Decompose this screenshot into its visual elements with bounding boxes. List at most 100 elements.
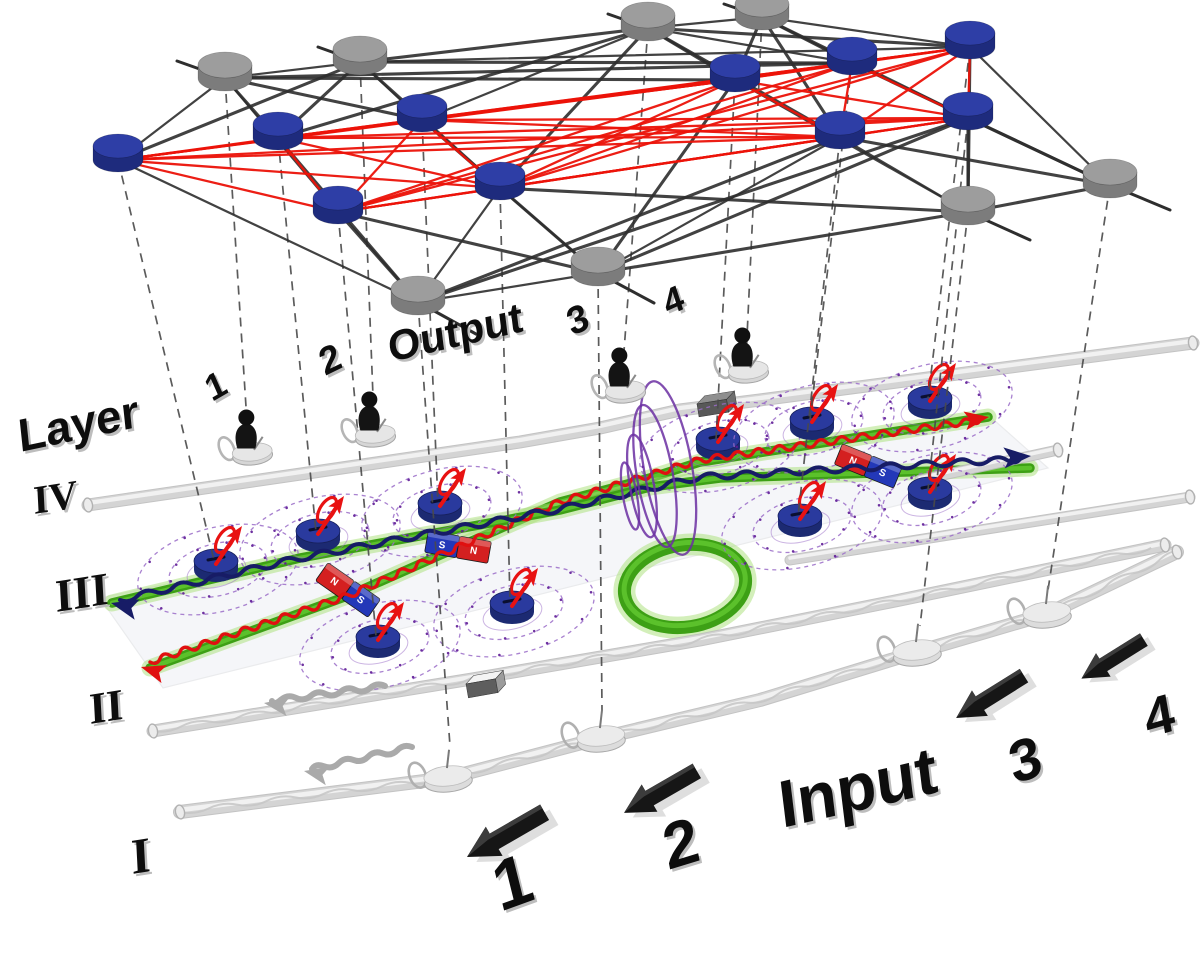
network-node-blue-3: [396, 93, 448, 133]
spin-arrow-head: [728, 404, 744, 423]
field-dot: [372, 502, 375, 506]
field-dot: [285, 506, 288, 510]
pawn-body: [731, 341, 753, 367]
synapse-edge-black: [420, 26, 650, 122]
network-node-blue-9-top: [942, 91, 994, 117]
field-dot: [859, 414, 863, 418]
network-node-blue-1-top: [92, 133, 144, 159]
field-dot: [455, 624, 459, 628]
field-dot: [835, 499, 838, 502]
slab-edge-waveguide-highlight: [788, 493, 1192, 560]
layer-4-shadow: IV: [35, 473, 81, 525]
pawn-head: [361, 391, 378, 408]
field-dot: [159, 607, 163, 610]
synapse-edge-black: [498, 186, 970, 214]
synapse-edge-black: [223, 76, 424, 122]
label-input-1: 1: [484, 836, 540, 926]
field-dot: [883, 507, 887, 511]
dashed-link: [621, 27, 649, 379]
field-dot: [832, 445, 836, 449]
spin-arrow-head: [226, 526, 242, 545]
tube-end-cap: [1052, 442, 1064, 458]
synapse-edge-red: [336, 45, 972, 214]
field-dot: [351, 569, 355, 573]
block-arrow-icon: [1081, 633, 1148, 679]
pawn-body: [358, 405, 380, 431]
dashed-link: [927, 117, 969, 491]
arrow-highlight: [1081, 633, 1142, 679]
field-dot: [183, 536, 186, 540]
field-dot: [559, 598, 563, 602]
field-dot: [517, 490, 521, 494]
field-dot: [738, 465, 742, 469]
modulator-box-2: [465, 669, 506, 699]
spin-arrow-head: [522, 568, 538, 587]
network-node-blue-6-top: [709, 53, 761, 79]
tube-end-cap: [1184, 489, 1196, 505]
light-in-1: [309, 742, 415, 772]
synapse-edge-black: [416, 271, 600, 304]
disk-side: [790, 419, 834, 440]
field-dot: [770, 421, 774, 424]
field-dot: [271, 549, 275, 553]
field-dot: [847, 402, 850, 405]
dashed-link: [499, 187, 511, 603]
field-dot: [676, 441, 680, 444]
network-node-blue-7-top: [826, 36, 878, 62]
field-dot: [446, 651, 450, 655]
spin-oscillator-5: [733, 381, 895, 474]
field-dot: [497, 471, 500, 475]
magnet-half-2: [342, 581, 381, 617]
field-dot: [258, 573, 261, 576]
field-dot: [411, 675, 415, 679]
dashed-link: [117, 159, 215, 561]
dashed-link: [337, 211, 377, 637]
label-layer-4: IV: [32, 471, 78, 523]
spin-arrow-head: [388, 602, 404, 621]
field-dot: [383, 549, 387, 552]
field-dot: [751, 477, 755, 481]
synapse-edge-black: [968, 45, 1112, 187]
output-detector-4: [713, 327, 770, 384]
network-node-blue-3-top: [396, 93, 448, 119]
synapse-edge-red: [336, 61, 854, 214]
field-dot: [241, 557, 245, 561]
field-dot: [950, 515, 954, 519]
network-node-blue-10: [814, 110, 866, 150]
detector-pawn-icon: [608, 347, 630, 387]
field-dot: [331, 655, 335, 659]
field-dot: [338, 557, 342, 561]
network-node-blue-1: [92, 133, 144, 173]
field-dot: [963, 436, 967, 440]
label-input-2: 2: [657, 803, 705, 884]
field-dot: [847, 511, 851, 515]
network-node-gray-8-top: [1082, 158, 1138, 186]
field-dot: [395, 518, 399, 522]
disk-side: [908, 398, 952, 419]
field-dot: [148, 560, 151, 564]
field-dot: [386, 545, 390, 549]
synapse-edge-red: [733, 78, 970, 120]
field-dot: [965, 472, 968, 475]
field-dot: [460, 529, 464, 533]
field-dot: [880, 433, 884, 437]
field-dot: [301, 663, 305, 667]
synapse-edge-black: [336, 210, 600, 275]
field-dot: [972, 501, 975, 504]
field-dot: [780, 503, 783, 507]
field-dot: [743, 562, 747, 565]
field-dot: [207, 595, 211, 598]
synapse-edge-red: [116, 158, 340, 214]
input-coupler-4: [1006, 585, 1072, 629]
disk-side: [696, 439, 740, 460]
field-dot: [273, 529, 276, 533]
field-dot: [309, 565, 313, 568]
coupler-pin: [1044, 585, 1050, 605]
field-dot: [304, 581, 307, 585]
field-dot: [853, 424, 857, 428]
field-dot: [478, 634, 481, 637]
field-dot: [842, 528, 845, 531]
crossing-field-loops: [619, 380, 698, 556]
spin-arrow-head: [822, 384, 838, 403]
magnet-pole-label: S: [438, 540, 447, 552]
